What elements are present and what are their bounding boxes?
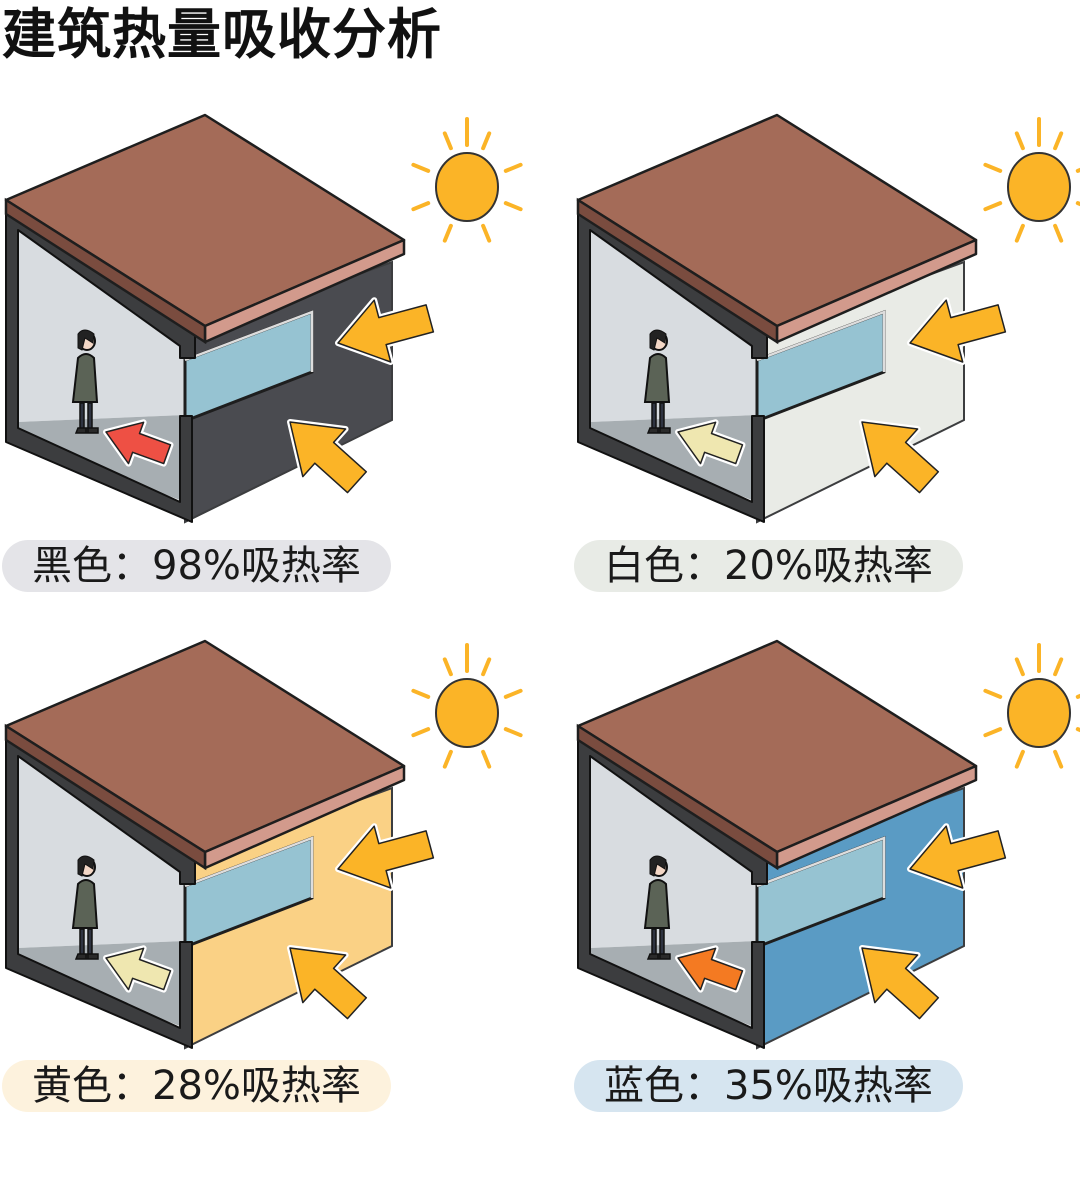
panel-white: 白色：20%吸热率 <box>572 110 1080 667</box>
panel-yellow: 黄色：28%吸热率 <box>0 636 540 1193</box>
panel-blue: 蓝色：35%吸热率 <box>572 636 1080 1193</box>
window-frame <box>756 310 886 372</box>
sun-icon <box>411 643 523 769</box>
arrow-icon <box>909 299 1007 363</box>
arrow-icon <box>677 947 744 991</box>
arrow-icon <box>105 421 172 465</box>
interior-wall <box>18 751 185 948</box>
roof-side <box>576 197 779 345</box>
house-illustration <box>576 639 1080 1050</box>
arrow-icon <box>105 947 172 991</box>
person-icon <box>71 855 99 960</box>
roof-side <box>4 197 207 345</box>
person-icon <box>643 329 671 434</box>
interior-wall <box>590 751 757 948</box>
roof-side <box>576 723 779 871</box>
arrow-icon <box>289 421 368 494</box>
arrow-icon <box>337 299 435 363</box>
interior-wall <box>18 225 185 422</box>
house-illustration <box>4 113 523 524</box>
roof-side <box>4 723 207 871</box>
arrow-icon <box>289 947 368 1020</box>
person-icon <box>643 855 671 960</box>
person-icon <box>71 329 99 434</box>
arrow-icon <box>337 825 435 889</box>
panel-black: 黑色：98%吸热率 <box>0 110 540 667</box>
sun-icon <box>983 643 1080 769</box>
panel-caption: 黑色：98%吸热率 <box>2 540 391 592</box>
interior-wall <box>590 225 757 422</box>
sun-icon <box>411 117 523 243</box>
window-frame <box>184 310 314 372</box>
house-illustration <box>4 639 523 1050</box>
arrow-icon <box>861 947 940 1020</box>
page-title: 建筑热量吸收分析 <box>2 3 442 66</box>
arrow-icon <box>909 825 1007 889</box>
panel-caption: 黄色：28%吸热率 <box>2 1060 391 1112</box>
arrow-icon <box>677 421 744 465</box>
panel-caption: 白色：20%吸热率 <box>574 540 963 592</box>
arrow-icon <box>861 421 940 494</box>
panel-caption: 蓝色：35%吸热率 <box>574 1060 963 1112</box>
window-frame <box>184 836 314 898</box>
window-frame <box>756 836 886 898</box>
house-illustration <box>576 113 1080 524</box>
sun-icon <box>983 117 1080 243</box>
